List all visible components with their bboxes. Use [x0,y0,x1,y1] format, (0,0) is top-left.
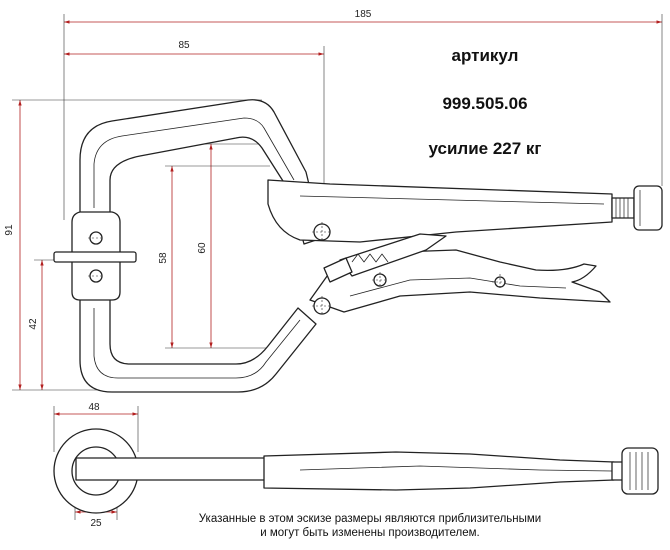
disclaimer-line-2: и могут быть изменены производителем. [260,527,480,539]
spring [351,253,389,263]
dimension-lines [18,20,662,514]
top-view-knob [621,447,659,495]
disclaimer-line-1: Указанные в этом эскизе размеры являются… [198,513,542,525]
top-view-handle-seam [299,465,613,472]
dim-25-label: 25 [90,518,102,529]
top-view-handles [263,451,615,491]
screw-thread [615,198,629,218]
top-view-arm [75,457,273,481]
pad-flange [53,251,137,263]
article-number: 999.505.06 [442,94,528,113]
dim-60-label: 60 [197,242,208,254]
upper-frame-groove [93,117,295,208]
adjustment-knob [633,185,663,231]
lower-handle-edge [349,277,567,297]
lower-frame-groove [93,308,301,379]
dim-85-label: 85 [178,40,190,51]
link-arm [323,257,353,283]
article-label: артикул [451,46,519,65]
upper-handle-edge [299,195,605,205]
clamp-side-view [53,99,663,393]
dim-48-label: 48 [88,402,100,413]
knob-knurling [629,452,649,490]
clamp-top-view [53,428,659,514]
force-rating: усилие 227 кг [428,139,542,158]
pivot-centre-marks [88,222,508,316]
dim-91-label: 91 [4,224,15,236]
lower-frame [79,297,317,393]
lower-handle [309,249,611,313]
upper-frame [79,99,323,245]
dim-185-label: 185 [355,9,372,20]
dim-42-label: 42 [28,318,39,330]
dim-58-label: 58 [158,252,169,264]
adjustment-screw [611,197,635,219]
